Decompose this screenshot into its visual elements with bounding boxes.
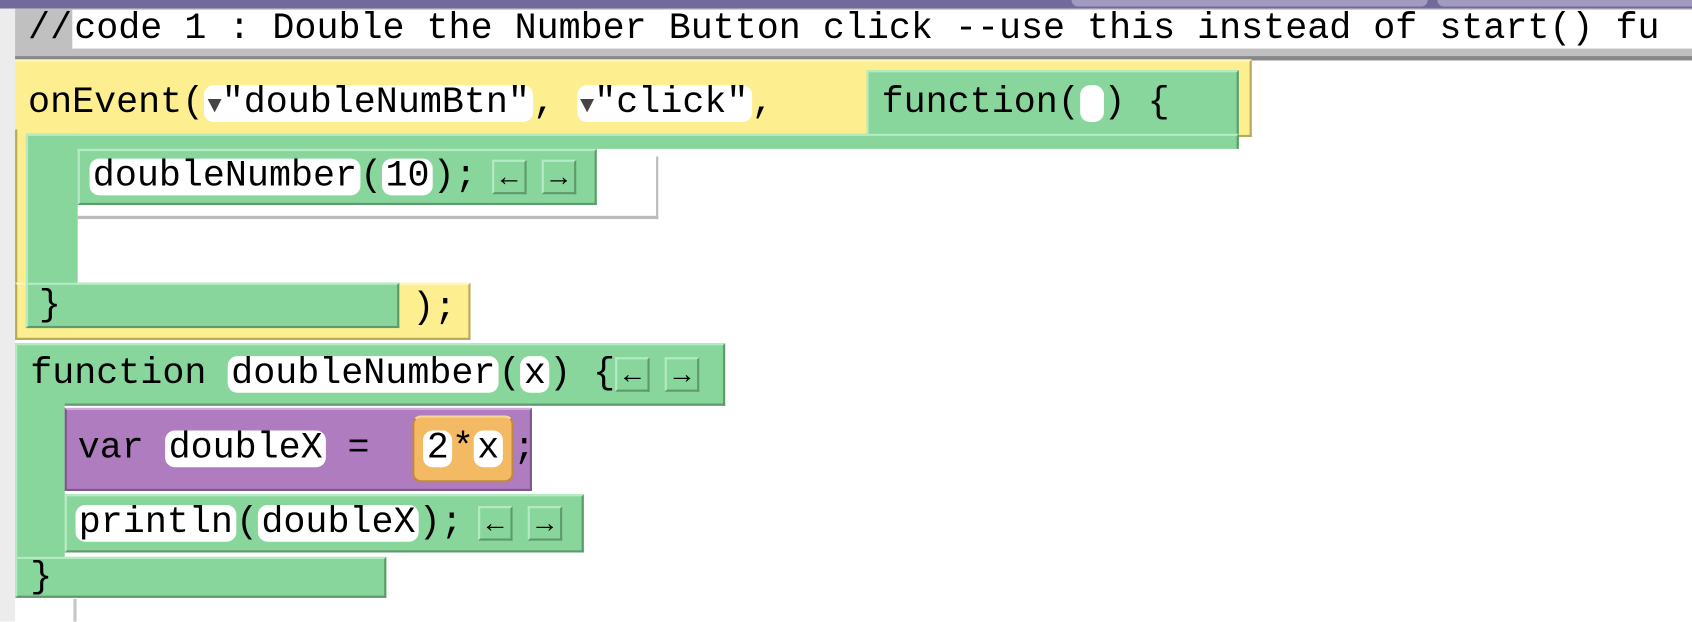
header-bar [0, 0, 1692, 9]
function-open: ) { [549, 353, 616, 395]
function-name-field[interactable]: doubleNumber [227, 356, 499, 393]
paren-open: ( [498, 353, 521, 395]
multiply-operator: * [451, 428, 475, 470]
statement-end: ); [418, 502, 463, 544]
event-type-dropdown[interactable]: ▼"click" [576, 83, 752, 125]
callback-close [25, 282, 400, 329]
var-keyword: var [77, 428, 144, 470]
element-id-value: "doubleNumBtn" [221, 83, 530, 125]
header-tab[interactable] [1437, 0, 1692, 7]
statement-end: ; [513, 428, 536, 470]
close-brace: } [38, 285, 61, 327]
multiply-expression-block[interactable]: 2 * x [412, 415, 514, 483]
var-name-field[interactable]: doubleX [165, 430, 326, 468]
equals-sign: = [347, 428, 370, 470]
function-def-arm [15, 399, 65, 567]
println-arg-field[interactable]: doubleX [258, 505, 419, 542]
element-id-dropdown[interactable]: ▼"doubleNumBtn" [204, 83, 534, 125]
drop-target-outline [77, 156, 659, 220]
event-type-value: "click" [594, 83, 749, 125]
paren-open: ( [360, 156, 383, 198]
call-func-field[interactable]: doubleNumber [89, 159, 361, 196]
function-param-field[interactable]: x [520, 356, 550, 393]
remove-arg-button[interactable]: ← [491, 159, 527, 195]
function-keyword: function [30, 353, 207, 395]
dropdown-arrow-icon: ▼ [207, 92, 222, 120]
left-operand-field[interactable]: 2 [423, 430, 452, 468]
add-arg-button[interactable]: → [527, 506, 563, 541]
add-param-button[interactable]: → [664, 357, 700, 392]
callback-top-rim [25, 133, 1239, 149]
paren-open: ( [236, 502, 259, 544]
close-brace: } [30, 557, 53, 599]
gutter [0, 8, 16, 622]
function-def-close [15, 556, 387, 598]
remove-arg-button[interactable]: ← [477, 506, 513, 541]
right-operand-field[interactable]: x [474, 430, 503, 468]
function-keyword: function( [881, 83, 1080, 125]
comment-prefix: // [28, 8, 73, 50]
separator: , [533, 83, 556, 125]
add-arg-button[interactable]: → [541, 159, 577, 195]
call-arg-field[interactable]: 10 [382, 159, 433, 196]
header-tab[interactable] [1071, 0, 1428, 7]
dropdown-arrow-icon: ▼ [580, 92, 595, 120]
separator: , [751, 83, 774, 125]
println-func-field[interactable]: println [75, 505, 237, 542]
comment-text-field[interactable]: code 1 : Double the Number Button click … [72, 10, 1692, 49]
insertion-line [73, 598, 77, 622]
remove-param-button[interactable]: ← [615, 357, 650, 392]
function-open: ) { [1103, 83, 1170, 125]
onevent-close-paren: ); [412, 288, 457, 330]
onevent-keyword: onEvent( [28, 83, 205, 125]
callback-param-field[interactable] [1079, 85, 1104, 122]
statement-end: ); [432, 156, 477, 198]
